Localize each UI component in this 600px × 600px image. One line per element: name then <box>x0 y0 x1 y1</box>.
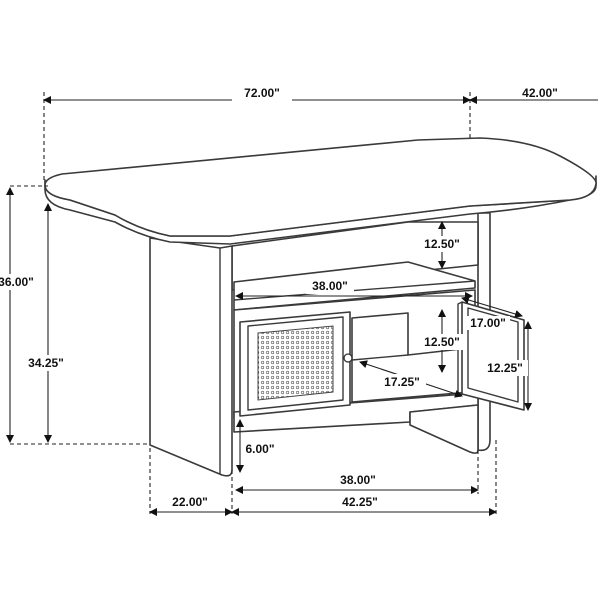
cane-panel <box>257 325 334 401</box>
label-base-height: 34.25" <box>28 356 64 370</box>
left-pedestal-panel <box>149 237 233 477</box>
plinth-side <box>409 404 479 454</box>
label-door-height: 12.25" <box>487 361 523 375</box>
label-bg-base-height <box>22 355 74 371</box>
label-bg-total-height <box>0 274 36 290</box>
label-table-length: 72.00" <box>244 86 280 100</box>
label-bg-cabinet-depth <box>380 374 426 390</box>
label-bg-door-height <box>482 360 528 376</box>
label-cabinet-depth: 17.25" <box>384 375 420 389</box>
label-shelf-clearance: 12.50" <box>424 237 460 251</box>
label-bg-length <box>232 84 292 102</box>
label-floor-clearance: 6.00" <box>245 442 274 456</box>
label-base-depth: 22.00" <box>172 495 208 509</box>
label-bg-door-width <box>466 316 510 330</box>
label-cabinet-height: 12.50" <box>424 335 460 349</box>
label-shelf-width: 38.00" <box>312 279 348 293</box>
label-bg-floor-clearance <box>244 441 280 457</box>
tabletop-surface <box>44 137 597 237</box>
label-table-width: 42.00" <box>522 86 558 100</box>
label-bg-shelf-clearance <box>418 236 466 252</box>
label-bg-shelf-width <box>306 278 354 294</box>
closed-door-inner-frame <box>247 316 344 411</box>
label-door-width: 17.00" <box>470 316 506 330</box>
door-knob-icon <box>343 353 353 363</box>
label-base-width: 42.25" <box>342 495 378 509</box>
table-illustration <box>44 137 597 477</box>
dim-door-width <box>461 296 523 318</box>
cabinet-inner-floor-edge <box>351 354 409 361</box>
label-bg-cabinet-height <box>418 334 466 350</box>
label-total-height: 36.00" <box>0 275 34 289</box>
dimension-labels: 72.00" 42.00" 36.00" 34.25" 12.50" 38.00… <box>0 84 558 509</box>
label-base-inner-width: 38.00" <box>340 473 376 487</box>
